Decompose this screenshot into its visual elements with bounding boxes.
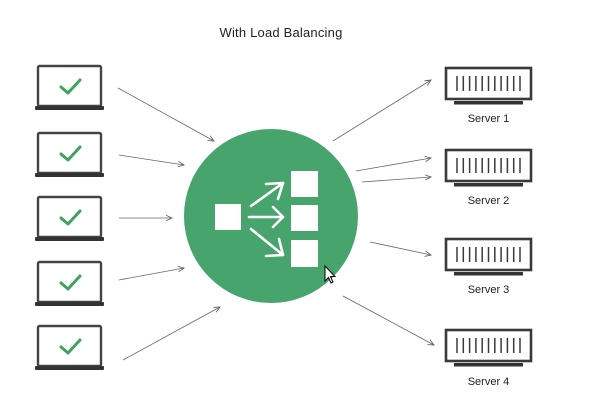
checkmark-icon: [59, 78, 82, 95]
server-arrow-1: [332, 80, 431, 142]
server-arrows: [332, 80, 434, 345]
server-label: Server 1: [468, 113, 510, 125]
laptop-screen: [36, 131, 103, 175]
load-balancer: [184, 129, 358, 303]
laptop-screen: [36, 195, 103, 239]
server-arrow-3: [361, 177, 431, 183]
lb-output-node-2: [291, 205, 318, 231]
server-label: Server 4: [468, 376, 510, 388]
laptop-base: [35, 237, 104, 241]
laptop-base: [35, 173, 104, 177]
server-arrow-4: [369, 241, 431, 255]
client-group: [35, 64, 104, 370]
server-4: Server 4: [444, 328, 533, 388]
server-label: Server 3: [468, 284, 510, 296]
diagram-title: With Load Balancing: [219, 25, 342, 40]
mouse-cursor-icon: [324, 264, 337, 284]
checkmark-icon: [59, 145, 82, 162]
laptop-base: [35, 106, 104, 110]
client-arrow-2: [118, 154, 184, 165]
lb-route-arrow-up: [249, 181, 285, 208]
checkmark-icon: [59, 209, 82, 226]
client-arrow-5: [122, 307, 220, 361]
server-base: [454, 363, 523, 367]
checkmark-icon: [59, 338, 82, 355]
lb-output-node-1: [291, 171, 318, 197]
lb-input-node: [215, 204, 241, 230]
lb-output-node-3: [291, 240, 318, 267]
client-laptop-4: [35, 260, 104, 306]
server-1: Server 1: [444, 66, 533, 125]
client-arrow-1: [117, 87, 214, 141]
server-arrow-2: [355, 158, 431, 172]
laptop-base: [35, 302, 104, 306]
client-laptop-3: [35, 195, 104, 241]
laptop-base: [35, 366, 104, 370]
client-laptop-5: [35, 324, 104, 370]
laptop-screen: [36, 64, 103, 108]
server-base: [454, 272, 523, 276]
checkmark-icon: [59, 274, 82, 291]
server-2: Server 2: [444, 148, 533, 207]
client-laptop-1: [35, 64, 104, 110]
server-arrow-5: [342, 295, 434, 345]
client-arrows: [117, 87, 220, 361]
laptop-screen: [36, 260, 103, 304]
server-group: Server 1 Server 2 Server 3 Server 4: [444, 66, 533, 388]
laptop-screen: [36, 324, 103, 368]
server-base: [454, 101, 523, 105]
lb-route-arrow-down: [249, 227, 285, 258]
server-label: Server 2: [468, 195, 510, 207]
lb-route-arrow-mid: [247, 205, 285, 229]
server-base: [454, 183, 523, 187]
client-arrow-4: [118, 268, 184, 281]
client-laptop-2: [35, 131, 104, 177]
server-3: Server 3: [444, 237, 533, 296]
